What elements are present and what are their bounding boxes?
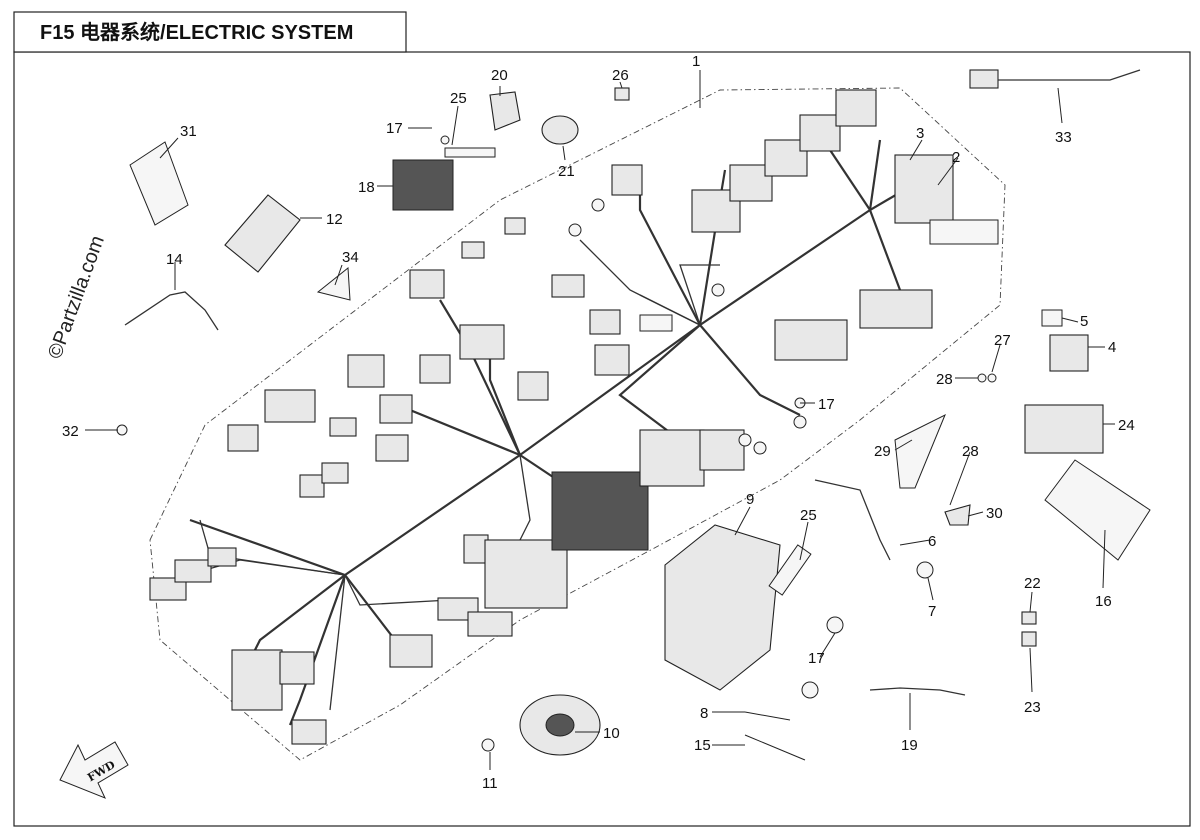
part-33-lead bbox=[998, 69, 1141, 81]
part-22-fuse bbox=[1021, 611, 1037, 625]
callout-19: 19 bbox=[901, 737, 918, 754]
part-17-bolt-lower-1 bbox=[826, 616, 844, 634]
callout-4: 4 bbox=[1108, 339, 1116, 356]
callout-27: 27 bbox=[994, 332, 1011, 349]
part-23-fuse bbox=[1021, 631, 1037, 647]
diagram-title: F15 电器系统/ELECTRIC SYSTEM bbox=[40, 20, 353, 44]
loose-components bbox=[116, 69, 1151, 761]
callout-8: 8 bbox=[700, 705, 708, 722]
part-17-bolt-lower-2 bbox=[801, 681, 819, 699]
callout-18: 18 bbox=[358, 179, 375, 196]
callout-29: 29 bbox=[874, 443, 891, 460]
harness-boundary bbox=[149, 87, 1006, 761]
part-18-regulator bbox=[392, 159, 454, 211]
callout-2: 2 bbox=[952, 149, 960, 166]
callout-6: 6 bbox=[928, 533, 936, 550]
part-11-bolt bbox=[481, 738, 495, 752]
callout-21: 21 bbox=[558, 163, 575, 180]
part-7-bolt bbox=[916, 561, 934, 579]
callout-25-lower: 25 bbox=[800, 507, 817, 524]
part-31-label-card bbox=[129, 141, 189, 226]
callout-1: 1 bbox=[692, 53, 700, 70]
callout-23: 23 bbox=[1024, 699, 1041, 716]
callout-26: 26 bbox=[612, 67, 629, 84]
part-16-pads bbox=[1044, 459, 1151, 561]
callout-labels: 1 2 3 4 5 6 7 8 9 10 11 12 14 15 16 17 1… bbox=[62, 53, 1135, 792]
callout-34: 34 bbox=[342, 249, 359, 266]
callout-12: 12 bbox=[326, 211, 343, 228]
callout-31: 31 bbox=[180, 123, 197, 140]
callout-17-upper: 17 bbox=[386, 120, 403, 137]
callout-14: 14 bbox=[166, 251, 183, 268]
callout-17-middle: 17 bbox=[818, 396, 835, 413]
callout-9: 9 bbox=[746, 491, 754, 508]
part-8-pin bbox=[744, 711, 791, 721]
callout-10: 10 bbox=[603, 725, 620, 742]
part-5-fuse bbox=[1041, 309, 1063, 327]
part-21-relay bbox=[541, 115, 579, 145]
callout-3: 3 bbox=[916, 125, 924, 142]
part-9-ecu bbox=[664, 524, 781, 691]
callout-28-upper: 28 bbox=[936, 371, 953, 388]
callout-28-lower: 28 bbox=[962, 443, 979, 460]
part-29-strap bbox=[894, 413, 946, 489]
callout-24: 24 bbox=[1118, 417, 1135, 434]
part-26-clip bbox=[614, 87, 630, 101]
watermark: ©Partzilla.com bbox=[44, 233, 109, 362]
leader-lines bbox=[85, 70, 1115, 770]
part-24-battery bbox=[1024, 404, 1104, 454]
callout-5: 5 bbox=[1080, 313, 1088, 330]
part-12-module bbox=[224, 194, 301, 273]
part-25-strap-top bbox=[444, 147, 496, 158]
callout-25-upper: 25 bbox=[450, 90, 467, 107]
callout-32: 32 bbox=[62, 423, 79, 440]
part-27-clip bbox=[987, 373, 997, 383]
title-box bbox=[13, 11, 407, 53]
part-32-clip bbox=[116, 424, 128, 436]
part-4-relay bbox=[1049, 334, 1089, 372]
part-28-clip-upper bbox=[977, 373, 987, 383]
callout-22: 22 bbox=[1024, 575, 1041, 592]
part-33-connector bbox=[969, 69, 999, 89]
callout-30: 30 bbox=[986, 505, 1003, 522]
part-30-bracket bbox=[944, 504, 971, 526]
callout-16: 16 bbox=[1095, 593, 1112, 610]
part-19-sensor-lead bbox=[869, 687, 966, 696]
part-6-battery-cable bbox=[814, 479, 891, 561]
callout-33: 33 bbox=[1055, 129, 1072, 146]
part-14-sensor-cable bbox=[124, 291, 219, 331]
part-17-bolt-upper bbox=[440, 135, 450, 145]
harness-connectors bbox=[149, 89, 999, 745]
callout-17-lower: 17 bbox=[808, 650, 825, 667]
forward-arrow: FWD bbox=[59, 741, 129, 799]
part-15-tie bbox=[744, 734, 806, 761]
callout-11: 11 bbox=[482, 775, 498, 792]
part-34-bracket bbox=[316, 267, 351, 301]
callout-7: 7 bbox=[928, 603, 936, 620]
drawing-border bbox=[13, 51, 1191, 827]
callout-15: 15 bbox=[694, 737, 711, 754]
callout-20: 20 bbox=[491, 67, 508, 84]
part-20-sensor bbox=[489, 91, 521, 131]
